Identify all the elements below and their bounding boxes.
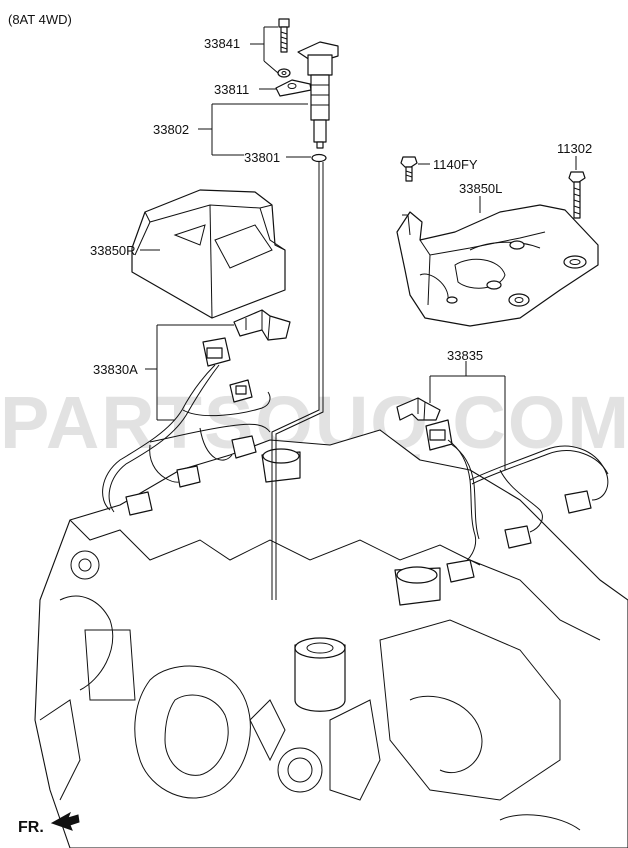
leader-lines — [140, 26, 577, 470]
bolt-1140FY[interactable] — [400, 156, 418, 182]
variant-label: (8AT 4WD) — [8, 12, 72, 27]
label-11302[interactable]: 11302 — [557, 141, 592, 156]
engine-block — [34, 429, 628, 848]
label-33811[interactable]: 33811 — [214, 82, 249, 97]
front-label: FR. — [18, 819, 44, 836]
label-33841[interactable]: 33841 — [204, 36, 240, 51]
engine-cover-33850R[interactable] — [131, 189, 286, 319]
label-33850R[interactable]: 33850R — [90, 243, 136, 258]
seal-ring-33801 — [311, 153, 327, 163]
fuel-line — [271, 162, 320, 600]
part-labels: 33841 33811 33802 33801 33850R 1140FY 11… — [90, 36, 592, 377]
bolt-11302[interactable] — [568, 171, 586, 219]
label-33801[interactable]: 33801 — [244, 150, 280, 165]
label-33835[interactable]: 33835 — [447, 348, 483, 363]
label-33850L[interactable]: 33850L — [459, 181, 502, 196]
label-33802[interactable]: 33802 — [153, 122, 189, 137]
bolt-33841 — [278, 18, 290, 28]
label-1140FY[interactable]: 1140FY — [433, 157, 478, 172]
label-33830A[interactable]: 33830A — [93, 362, 138, 377]
injector-assembly[interactable] — [275, 18, 339, 163]
engine-cover-33850L[interactable] — [396, 204, 599, 327]
wiring-harness-33830A[interactable] — [102, 309, 291, 516]
washer — [277, 68, 291, 78]
front-arrow-icon — [50, 811, 80, 831]
wiring-harness-33835[interactable] — [396, 397, 609, 583]
